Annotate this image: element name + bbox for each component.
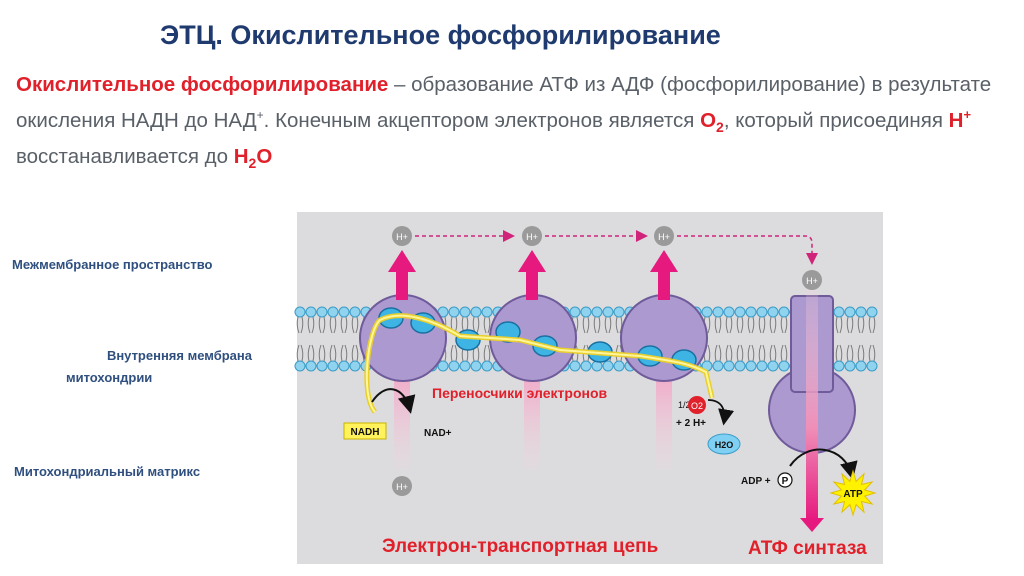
atp-synthase [768, 290, 856, 532]
water-o: O [256, 144, 273, 168]
h-plus-bubble-4: H+ [802, 270, 822, 290]
definition-paragraph: Окислительное фосфорилирование – образов… [16, 70, 1006, 178]
svg-text:H+: H+ [526, 232, 538, 242]
two-protons-label: + 2 H+ [676, 418, 706, 429]
oxygen-bubble [688, 396, 706, 414]
svg-text:H+: H+ [396, 482, 408, 492]
water-bubble [707, 433, 741, 455]
nadh-arrow [371, 388, 416, 414]
atp-synthase-caption: АТФ синтаза [748, 538, 867, 559]
oxygen-bubble-label: O2 [691, 401, 703, 411]
label-inner-membrane: Внутренняя мембрана митохондрии [66, 345, 252, 389]
nadh-box [343, 422, 387, 440]
atp-label: ATP [843, 489, 863, 500]
water-subscript: 2 [248, 155, 257, 172]
electron-path [365, 314, 713, 413]
oxygen-formula: O2 [700, 108, 724, 135]
svg-text:H+: H+ [806, 276, 818, 286]
water-h: H [233, 144, 249, 168]
definition-text-4: восстанавливается до [16, 144, 234, 168]
pump-arrow-2 [518, 250, 546, 300]
oxygen-reduction-arrow [707, 399, 735, 426]
proton-bubbles: H+ H+ H+ H+ H+ [392, 226, 822, 496]
synthase-proton-channel [806, 290, 818, 520]
proton-flow-dashed [415, 230, 818, 265]
pump-arrow-3 [650, 250, 678, 300]
definition-text-3: , который присоединяя [723, 108, 949, 132]
svg-text:H+: H+ [396, 232, 408, 242]
definition-term: Окислительное фосфорилирование [16, 73, 389, 96]
definition-text-1: – образование АТФ из АДФ (фосфорилирован… [16, 73, 992, 132]
adp-label: ADP + [741, 476, 771, 487]
carriers-label: Переносчики электронов [432, 385, 608, 401]
atp-synthesis-arrow [789, 448, 858, 480]
atp-star [829, 469, 877, 517]
proton-superscript: + [963, 107, 972, 122]
definition-text-2: . Конечным акцептором электронов являетс… [263, 108, 701, 132]
phosphate-circle [777, 472, 793, 488]
water-formula: H2O [233, 144, 273, 172]
svg-text:H+: H+ [658, 232, 670, 242]
page-title: ЭТЦ. Окислительное фосфорилирование [160, 20, 721, 50]
phosphate-label: P [782, 476, 789, 487]
oxygen-subscript: 2 [716, 118, 724, 135]
label-inner-membrane-line2: митохондрии [66, 370, 153, 385]
h-plus-bubble-matrix: H+ [392, 476, 412, 496]
nad-label: NAD+ [424, 428, 452, 439]
h-plus-bubble-1: H+ [392, 226, 412, 246]
h-plus-bubble-3: H+ [654, 226, 674, 246]
nadh-label: NADH [351, 427, 380, 438]
label-mitochondrial-matrix: Митохондриальный матрикс [14, 464, 201, 479]
oxygen-symbol: O [700, 108, 717, 132]
half-label: 1/2 [678, 400, 691, 410]
label-inner-membrane-line1: Внутренняя мембрана [106, 348, 252, 363]
proton-formula: H+ [948, 107, 972, 132]
water-bubble-label: H2O [715, 440, 734, 450]
nad-plus-sup: + [256, 108, 264, 122]
label-intermembrane-space: Межмембранное пространство [12, 257, 213, 272]
proton-symbol: H [948, 108, 964, 132]
h-plus-bubble-2: H+ [522, 226, 542, 246]
synthase-down-arrow [800, 518, 824, 532]
pump-arrow-1 [388, 250, 416, 300]
etc-caption: Электрон-транспортная цепь [382, 536, 659, 557]
proton-pump-arrows [388, 250, 678, 300]
